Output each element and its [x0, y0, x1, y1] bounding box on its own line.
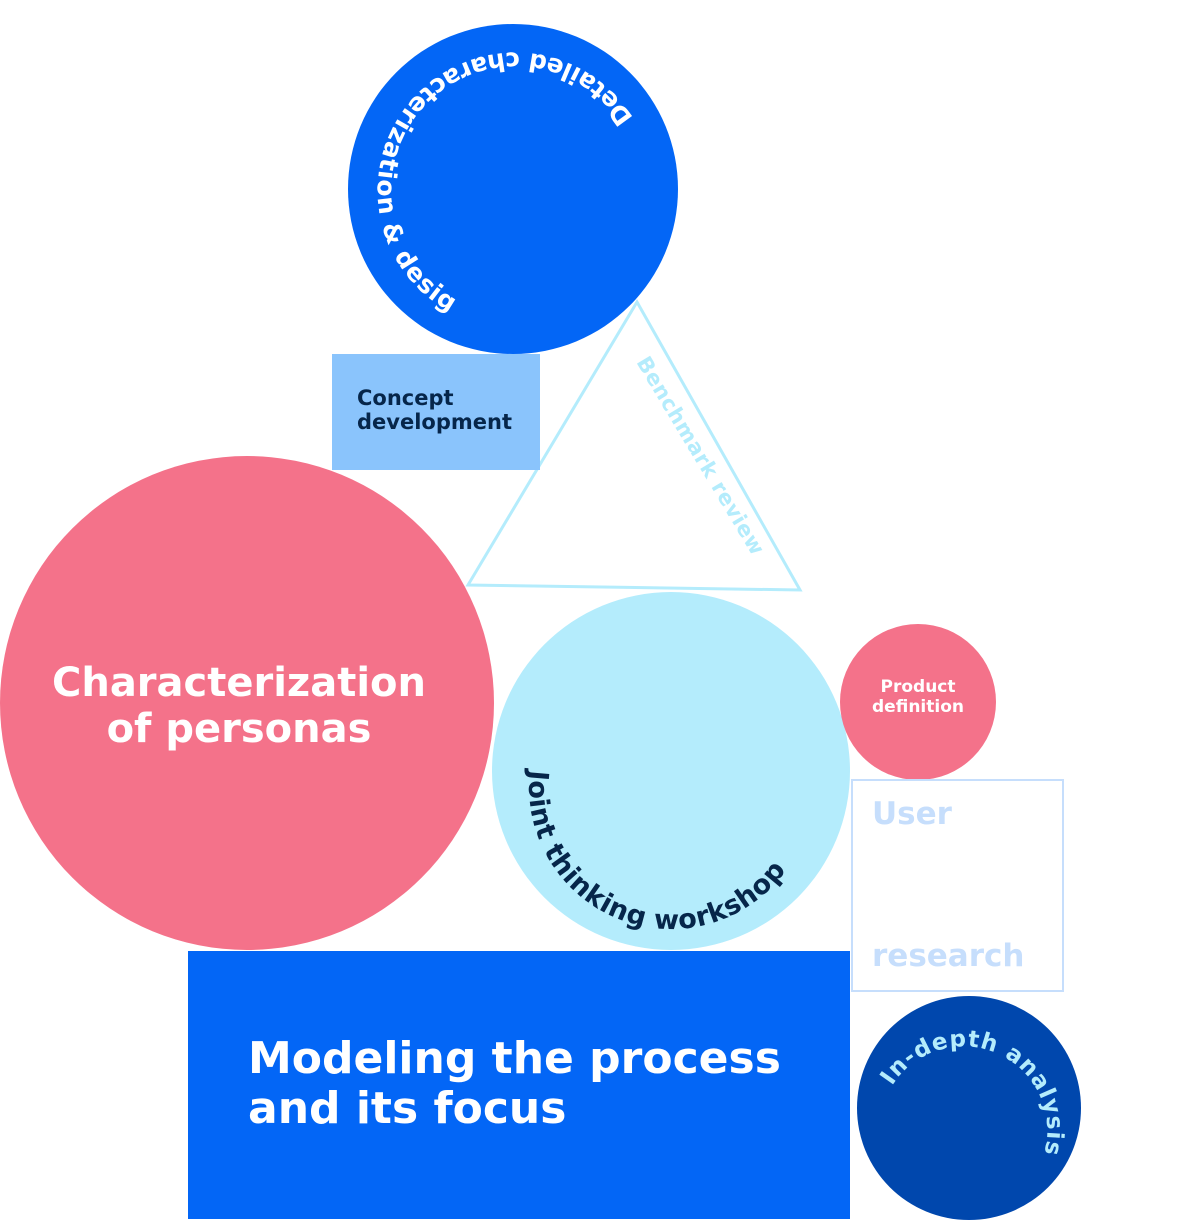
concept-line-1: Concept	[357, 386, 454, 410]
product-definition-circle	[840, 624, 996, 780]
concept-development-box	[332, 354, 540, 470]
detailed-design-label: Detailed characterization & design	[0, 0, 638, 318]
personas-label: Characterization of personas	[0, 660, 478, 752]
in-depth-analysis-circle	[857, 996, 1081, 1220]
user-research-line-2: research	[872, 938, 1025, 974]
product-line-1: Product	[880, 677, 956, 697]
personas-line-2: of personas	[106, 706, 372, 752]
user-research-line-1: User	[872, 796, 952, 832]
benchmark-triangle	[465, 299, 803, 592]
modeling-process-box	[188, 951, 850, 1219]
concept-line-2: development	[357, 410, 512, 434]
product-definition-label: Product definition	[840, 677, 996, 717]
product-line-2: definition	[872, 697, 964, 717]
concept-development-label: Concept development	[357, 386, 512, 434]
modeling-line-1: Modeling the process	[248, 1033, 781, 1084]
user-research-box	[851, 779, 1064, 992]
modeling-process-label: Modeling the process and its focus	[248, 1034, 781, 1134]
workshop-circle	[492, 592, 850, 950]
personas-circle	[0, 456, 494, 950]
workshop-label: Joint thinking workshop	[522, 767, 792, 936]
in-depth-analysis-label: In-depth analysis	[875, 1026, 1067, 1158]
detailed-design-circle	[348, 24, 678, 354]
personas-line-1: Characterization	[51, 660, 426, 706]
benchmark-review-label: Benchmark review	[632, 352, 770, 559]
modeling-line-2: and its focus	[248, 1083, 567, 1134]
